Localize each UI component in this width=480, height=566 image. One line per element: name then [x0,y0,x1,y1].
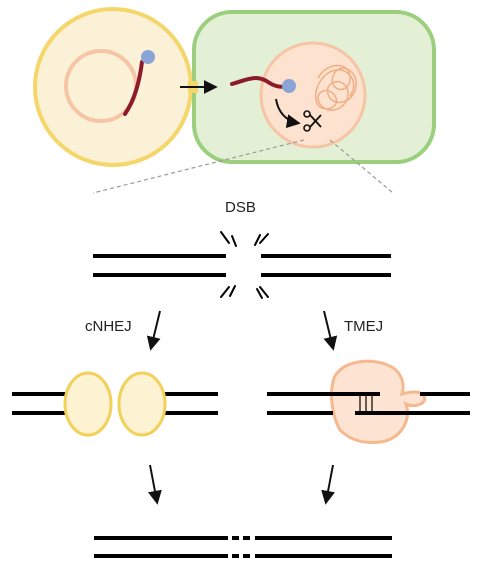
ku-protein-left [63,371,113,437]
t-dna-in-transit [230,76,288,89]
ku-protein-right [117,371,167,437]
curved-arrow-icon [275,98,301,129]
virD2-protein-dot [141,50,155,64]
arrow-icon [148,464,162,505]
microhomology-pairing [359,396,373,411]
tmej-dna [267,392,470,415]
nucleus [259,41,367,149]
pol-theta-protein [330,359,427,444]
arrow-icon [321,464,335,505]
break-mark-icon [220,231,269,299]
arrow-icon [146,310,161,351]
zoom-line-left [92,139,305,194]
agrobacterium-cell [33,7,193,167]
repaired-dna [94,536,392,558]
broken-dna [93,254,391,277]
cnhej-dna [12,392,218,415]
arrow-icon [323,310,338,351]
t-dna-in-plasmid [123,60,144,116]
t-dna-protein-dot [282,79,296,93]
cnhej-label: cNHEJ [85,318,132,335]
chromatin [315,64,357,111]
dsb-label: DSB [225,199,256,216]
scissors-icon [303,110,322,132]
tmej-label: TMEJ [344,318,384,335]
plant-cell [192,10,436,164]
